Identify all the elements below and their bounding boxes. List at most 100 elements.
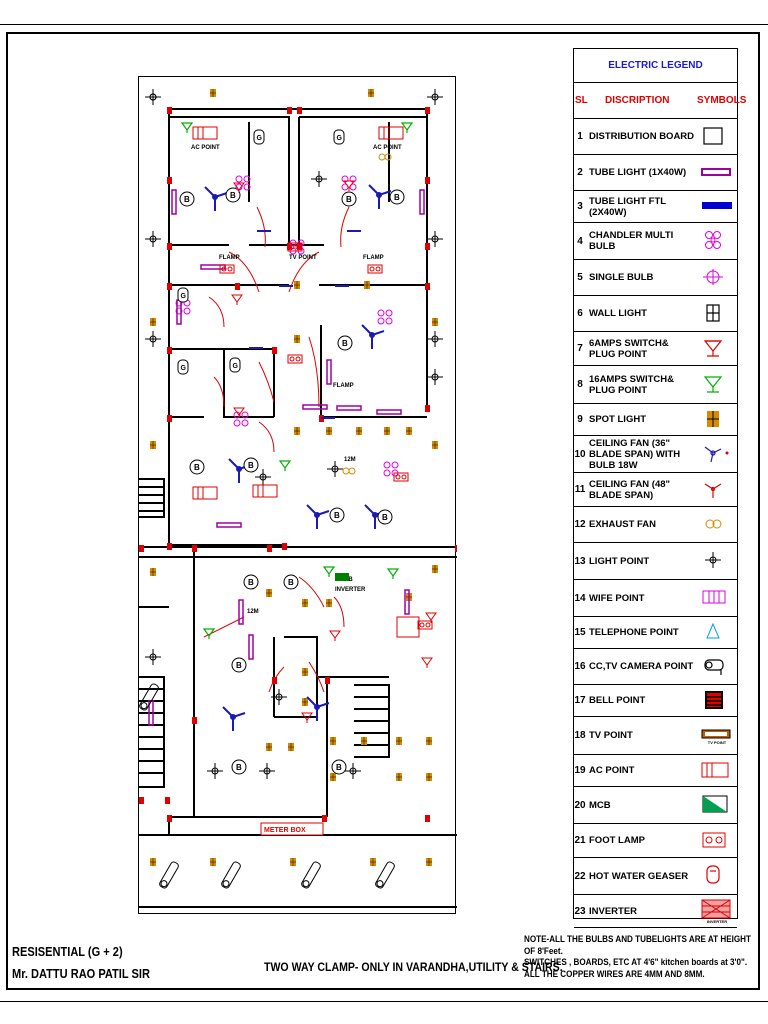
foot-lamp-icon bbox=[417, 620, 433, 630]
plug-6a-icon bbox=[301, 712, 313, 723]
exhaust-fan-icon bbox=[697, 514, 737, 536]
column bbox=[272, 347, 277, 354]
ac-point-icon bbox=[378, 126, 404, 140]
spot-light-icon bbox=[210, 89, 216, 97]
exhaust-fan-icon bbox=[378, 153, 392, 161]
svg-text:B: B bbox=[336, 763, 342, 772]
spot-light-icon bbox=[330, 737, 336, 745]
column bbox=[167, 347, 172, 354]
column bbox=[235, 283, 240, 290]
column bbox=[425, 243, 430, 250]
spot-light-icon bbox=[266, 589, 272, 597]
svg-text:G: G bbox=[257, 135, 263, 142]
legend-row-label: AC POINT bbox=[589, 765, 635, 776]
legend-row-label: FOOT LAMP bbox=[589, 835, 645, 846]
legend-row-label: SINGLE BULB bbox=[589, 272, 654, 283]
light-point-icon bbox=[697, 550, 737, 572]
legend-row-number: 23 bbox=[574, 905, 586, 917]
column bbox=[287, 107, 292, 114]
inverter-icon: INVERTER bbox=[697, 899, 737, 924]
spot-light-icon bbox=[294, 281, 300, 289]
legend-row-number: 14 bbox=[574, 592, 586, 604]
column bbox=[297, 107, 302, 114]
bulb-point: B bbox=[331, 759, 347, 775]
legend-row-number: 21 bbox=[574, 835, 586, 846]
foot-lamp-icon bbox=[367, 264, 383, 274]
column bbox=[322, 815, 327, 822]
legend-row-number: 9 bbox=[577, 414, 583, 425]
single-bulb-icon bbox=[697, 267, 737, 289]
spot-light-icon bbox=[368, 89, 374, 97]
svg-text:B: B bbox=[194, 463, 200, 472]
spot-light-icon bbox=[290, 858, 296, 866]
column bbox=[167, 177, 172, 184]
legend-row-label: LIGHT POINT bbox=[589, 555, 650, 567]
cctv-camera-icon bbox=[159, 861, 179, 889]
legend-row: 8 16AMPS SWITCH& PLUG POINT bbox=[574, 366, 737, 404]
tube-light-icon bbox=[419, 189, 425, 215]
plug-6a-icon bbox=[421, 657, 433, 668]
plug-16a-icon bbox=[180, 122, 194, 133]
water-geyser-icon: G bbox=[177, 359, 189, 375]
light-point-icon bbox=[427, 331, 443, 347]
light-point-icon bbox=[207, 763, 223, 779]
ac-point-icon bbox=[697, 760, 737, 782]
tube-light-icon bbox=[176, 299, 182, 325]
tube-light-icon bbox=[404, 589, 410, 615]
svg-text:B: B bbox=[230, 191, 236, 200]
legend-row-label: CEILING FAN (36" BLADE SPAN) WITH BULB 1… bbox=[589, 437, 681, 471]
legend-row-number: 16 bbox=[574, 661, 586, 672]
legend-row-label: MCB bbox=[589, 799, 611, 811]
light-point-icon bbox=[259, 763, 275, 779]
tube-light-ftl-icon bbox=[697, 196, 737, 218]
wifi-point-icon bbox=[697, 587, 737, 609]
water-geyser-icon: G bbox=[229, 357, 241, 373]
bulb-point: B bbox=[283, 574, 299, 590]
legend-row-number: 4 bbox=[577, 235, 583, 247]
legend-col-sl: SL bbox=[575, 95, 588, 106]
svg-text:B: B bbox=[248, 578, 254, 587]
legend-row-label: HOT WATER GEASER bbox=[589, 870, 689, 882]
legend-row-label: 16AMPS SWITCH& PLUG POINT bbox=[589, 373, 674, 396]
column bbox=[425, 405, 430, 412]
column bbox=[167, 243, 172, 250]
svg-text:B: B bbox=[346, 195, 352, 204]
spot-light-icon bbox=[150, 568, 156, 576]
bulb-point: B bbox=[231, 657, 247, 673]
electric-legend: ELECTRIC LEGEND SL DISCRIPTION SYMBOLS 1… bbox=[573, 48, 746, 928]
light-point-icon bbox=[327, 461, 343, 477]
column bbox=[287, 243, 292, 250]
svg-text:G: G bbox=[181, 293, 187, 300]
column bbox=[192, 545, 197, 552]
cctv-camera-icon bbox=[139, 683, 159, 711]
ceiling-fan-icon bbox=[368, 184, 392, 209]
legend-row-number: 11 bbox=[574, 484, 586, 495]
chandelier-icon bbox=[697, 230, 737, 252]
svg-text:G: G bbox=[233, 363, 239, 370]
plug-16a-icon bbox=[386, 568, 400, 579]
bulb-point: B bbox=[189, 459, 205, 475]
wall-light-icon bbox=[697, 303, 737, 325]
spot-light-icon bbox=[210, 858, 216, 866]
column bbox=[325, 677, 330, 684]
spot-light-icon bbox=[426, 737, 432, 745]
legend-row-number: 5 bbox=[577, 272, 583, 283]
spot-light-icon bbox=[288, 743, 294, 751]
inverter-box bbox=[396, 616, 420, 638]
tube-light-icon bbox=[171, 189, 177, 215]
ac-point-label-1: AC POINT bbox=[191, 145, 220, 151]
legend-row-label: CHANDLER MULTI BULB bbox=[589, 230, 674, 252]
ceiling-fan-icon bbox=[222, 706, 246, 731]
column bbox=[139, 545, 144, 552]
plug-6a-icon bbox=[233, 182, 245, 193]
column bbox=[167, 415, 172, 422]
legend-row-number: 8 bbox=[577, 379, 583, 390]
